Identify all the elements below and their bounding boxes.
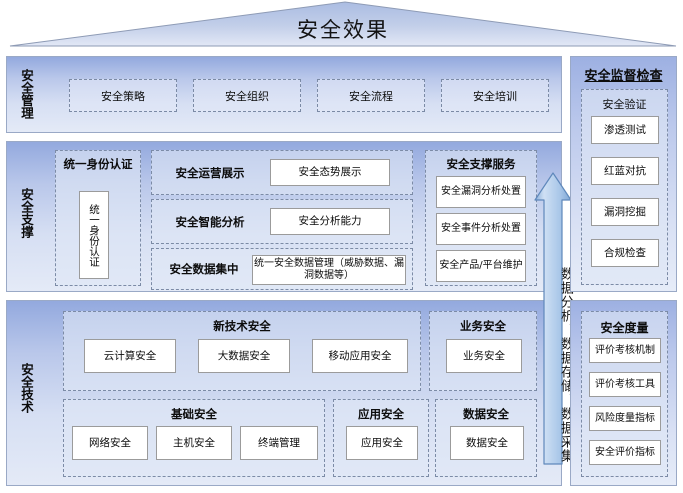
leaf-security-evaluation-metrics[interactable]: 安全评价指标 <box>589 440 661 465</box>
leaf-application-security-label: 应用安全 <box>361 436 403 449</box>
band-security-technology: 安全技术 新技术安全 云计算安全 大数据安全 移动应用安全 业务安全 业务安全 … <box>6 300 562 486</box>
leaf-evaluation-tools[interactable]: 评价考核工具 <box>589 372 661 397</box>
leaf-host-security-label: 主机安全 <box>173 436 215 449</box>
row-label-security-operations: 安全运营展示 <box>175 165 245 180</box>
panel-security-supervision-title: 安全监督检查 <box>584 69 663 84</box>
group-security-data-centralization: 安全数据集中 统一安全数据管理（威胁数据、漏洞数据等） <box>151 248 413 290</box>
mgmt-item-organization[interactable]: 安全组织 <box>193 79 301 112</box>
leaf-vulnerability-analysis-label: 安全漏洞分析处置 <box>441 186 521 197</box>
leaf-evaluation-mechanism-label: 评价考核机制 <box>595 344 655 356</box>
panel-security-supervision: 安全监督检查 安全验证 渗透测试 红蓝对抗 漏洞挖掘 合规检查 <box>570 56 677 292</box>
leaf-penetration-testing[interactable]: 渗透测试 <box>591 116 659 144</box>
arrow-label: 数据分析、数据存储、数据采集 <box>558 267 573 463</box>
band-security-management: 安全管理 安全策略 安全组织 安全流程 安全培训 <box>6 56 562 133</box>
group-new-technology-security: 新技术安全 云计算安全 大数据安全 移动应用安全 <box>63 311 421 391</box>
group-basic-security: 基础安全 网络安全 主机安全 终端管理 <box>63 399 325 477</box>
leaf-unified-data-management[interactable]: 统一安全数据管理（威胁数据、漏洞数据等） <box>252 255 406 285</box>
leaf-evaluation-tools-label: 评价考核工具 <box>595 378 655 390</box>
group-security-verification: 安全验证 渗透测试 红蓝对抗 漏洞挖掘 合规检查 <box>581 89 668 285</box>
leaf-vulnerability-analysis[interactable]: 安全漏洞分析处置 <box>436 176 526 208</box>
leaf-business-security[interactable]: 业务安全 <box>446 339 522 373</box>
group-basic-security-title: 基础安全 <box>171 407 217 421</box>
mgmt-item-organization-label: 安全组织 <box>225 89 269 103</box>
leaf-big-data-security[interactable]: 大数据安全 <box>198 339 290 373</box>
panel-security-measurement: 安全度量 评价考核机制 评价考核工具 风险度量指标 安全评价指标 <box>570 300 677 486</box>
group-new-technology-security-title: 新技术安全 <box>213 319 271 333</box>
leaf-network-security-label: 网络安全 <box>89 436 131 449</box>
mgmt-item-process-label: 安全流程 <box>349 89 393 103</box>
group-data-security: 数据安全 数据安全 <box>435 399 537 477</box>
arrow-label-wrap: 数据分析、数据存储、数据采集 <box>533 204 573 463</box>
leaf-cloud-computing-security-label: 云计算安全 <box>103 349 157 362</box>
leaf-situation-display-label: 安全态势展示 <box>298 166 362 178</box>
leaf-penetration-testing-label: 渗透测试 <box>604 123 646 136</box>
leaf-red-blue-team[interactable]: 红蓝对抗 <box>591 157 659 185</box>
leaf-situation-display[interactable]: 安全态势展示 <box>270 159 390 186</box>
leaf-unified-data-management-label: 统一安全数据管理（威胁数据、漏洞数据等） <box>254 258 404 281</box>
leaf-incident-analysis[interactable]: 安全事件分析处置 <box>436 213 526 245</box>
leaf-host-security[interactable]: 主机安全 <box>156 426 232 460</box>
leaf-big-data-security-label: 大数据安全 <box>217 349 271 362</box>
mgmt-item-policy[interactable]: 安全策略 <box>69 79 177 112</box>
leaf-data-security[interactable]: 数据安全 <box>450 426 524 460</box>
group-security-intelligent-analysis: 安全智能分析 安全分析能力 <box>151 199 413 244</box>
leaf-incident-analysis-label: 安全事件分析处置 <box>441 223 521 234</box>
band-label-security-management: 安全管理 <box>19 69 34 119</box>
leaf-network-security[interactable]: 网络安全 <box>72 426 148 460</box>
leaf-product-platform-maintenance-label: 安全产品/平台维护 <box>439 260 523 271</box>
band-label-security-technology: 安全技术 <box>19 363 34 413</box>
leaf-evaluation-mechanism[interactable]: 评价考核机制 <box>589 338 661 363</box>
leaf-vulnerability-mining[interactable]: 漏洞挖掘 <box>591 198 659 226</box>
leaf-analysis-capability-label: 安全分析能力 <box>298 215 362 227</box>
leaf-analysis-capability[interactable]: 安全分析能力 <box>270 208 390 235</box>
group-unified-identity: 统一身份认证 统一身份认证 <box>55 150 141 286</box>
leaf-application-security[interactable]: 应用安全 <box>346 426 418 460</box>
leaf-security-evaluation-metrics-label: 安全评价指标 <box>595 446 655 458</box>
leaf-business-security-label: 业务安全 <box>463 349 505 362</box>
leaf-product-platform-maintenance[interactable]: 安全产品/平台维护 <box>436 250 526 282</box>
group-application-security: 应用安全 应用安全 <box>333 399 429 477</box>
group-application-security-title: 应用安全 <box>358 407 404 421</box>
group-business-security: 业务安全 业务安全 <box>429 311 537 391</box>
page-title: 安全效果 <box>297 18 389 42</box>
group-security-support-services: 安全支撑服务 安全漏洞分析处置 安全事件分析处置 安全产品/平台维护 <box>425 150 537 286</box>
group-security-measurement: 安全度量 评价考核机制 评价考核工具 风险度量指标 安全评价指标 <box>581 311 668 477</box>
group-security-verification-title: 安全验证 <box>602 98 647 111</box>
leaf-mobile-app-security[interactable]: 移动应用安全 <box>312 339 408 373</box>
leaf-risk-metrics[interactable]: 风险度量指标 <box>589 406 661 431</box>
leaf-cloud-computing-security[interactable]: 云计算安全 <box>84 339 176 373</box>
mgmt-item-policy-label: 安全策略 <box>101 89 145 103</box>
leaf-endpoint-management-label: 终端管理 <box>258 436 300 449</box>
group-security-support-services-title: 安全支撑服务 <box>446 157 516 171</box>
leaf-red-blue-team-label: 红蓝对抗 <box>604 164 646 177</box>
group-security-measurement-title: 安全度量 <box>600 321 649 335</box>
leaf-compliance-check-label: 合规检查 <box>604 246 646 259</box>
arrow-up-icon <box>534 172 572 465</box>
group-data-security-title: 数据安全 <box>463 407 509 421</box>
row-label-data-centralization: 安全数据集中 <box>169 262 239 276</box>
group-security-operations-display: 安全运营展示 安全态势展示 <box>151 150 413 195</box>
leaf-vulnerability-mining-label: 漏洞挖掘 <box>604 205 646 218</box>
mgmt-item-training-label: 安全培训 <box>473 89 517 103</box>
row-label-intelligent-analysis: 安全智能分析 <box>175 214 245 229</box>
leaf-endpoint-management[interactable]: 终端管理 <box>240 426 318 460</box>
leaf-mobile-app-security-label: 移动应用安全 <box>328 349 392 362</box>
band-security-support: 安全支撑 统一身份认证 统一身份认证 安全运营展示 安全态势展示 安全智能分析 … <box>6 141 562 292</box>
leaf-compliance-check[interactable]: 合规检查 <box>591 239 659 267</box>
mgmt-item-process[interactable]: 安全流程 <box>317 79 425 112</box>
leaf-unified-identity-label: 统一身份认证 <box>88 203 100 267</box>
leaf-unified-identity[interactable]: 统一身份认证 <box>79 191 109 279</box>
mgmt-item-training[interactable]: 安全培训 <box>441 79 549 112</box>
leaf-risk-metrics-label: 风险度量指标 <box>595 412 655 424</box>
data-flow-arrow: 数据分析、数据存储、数据采集 <box>533 170 573 467</box>
band-label-security-support: 安全支撑 <box>19 188 34 238</box>
roof-shape: 安全效果 <box>8 0 678 50</box>
group-unified-identity-title: 统一身份认证 <box>63 157 133 171</box>
leaf-data-security-label: 数据安全 <box>466 436 508 449</box>
group-business-security-title: 业务安全 <box>460 319 506 333</box>
